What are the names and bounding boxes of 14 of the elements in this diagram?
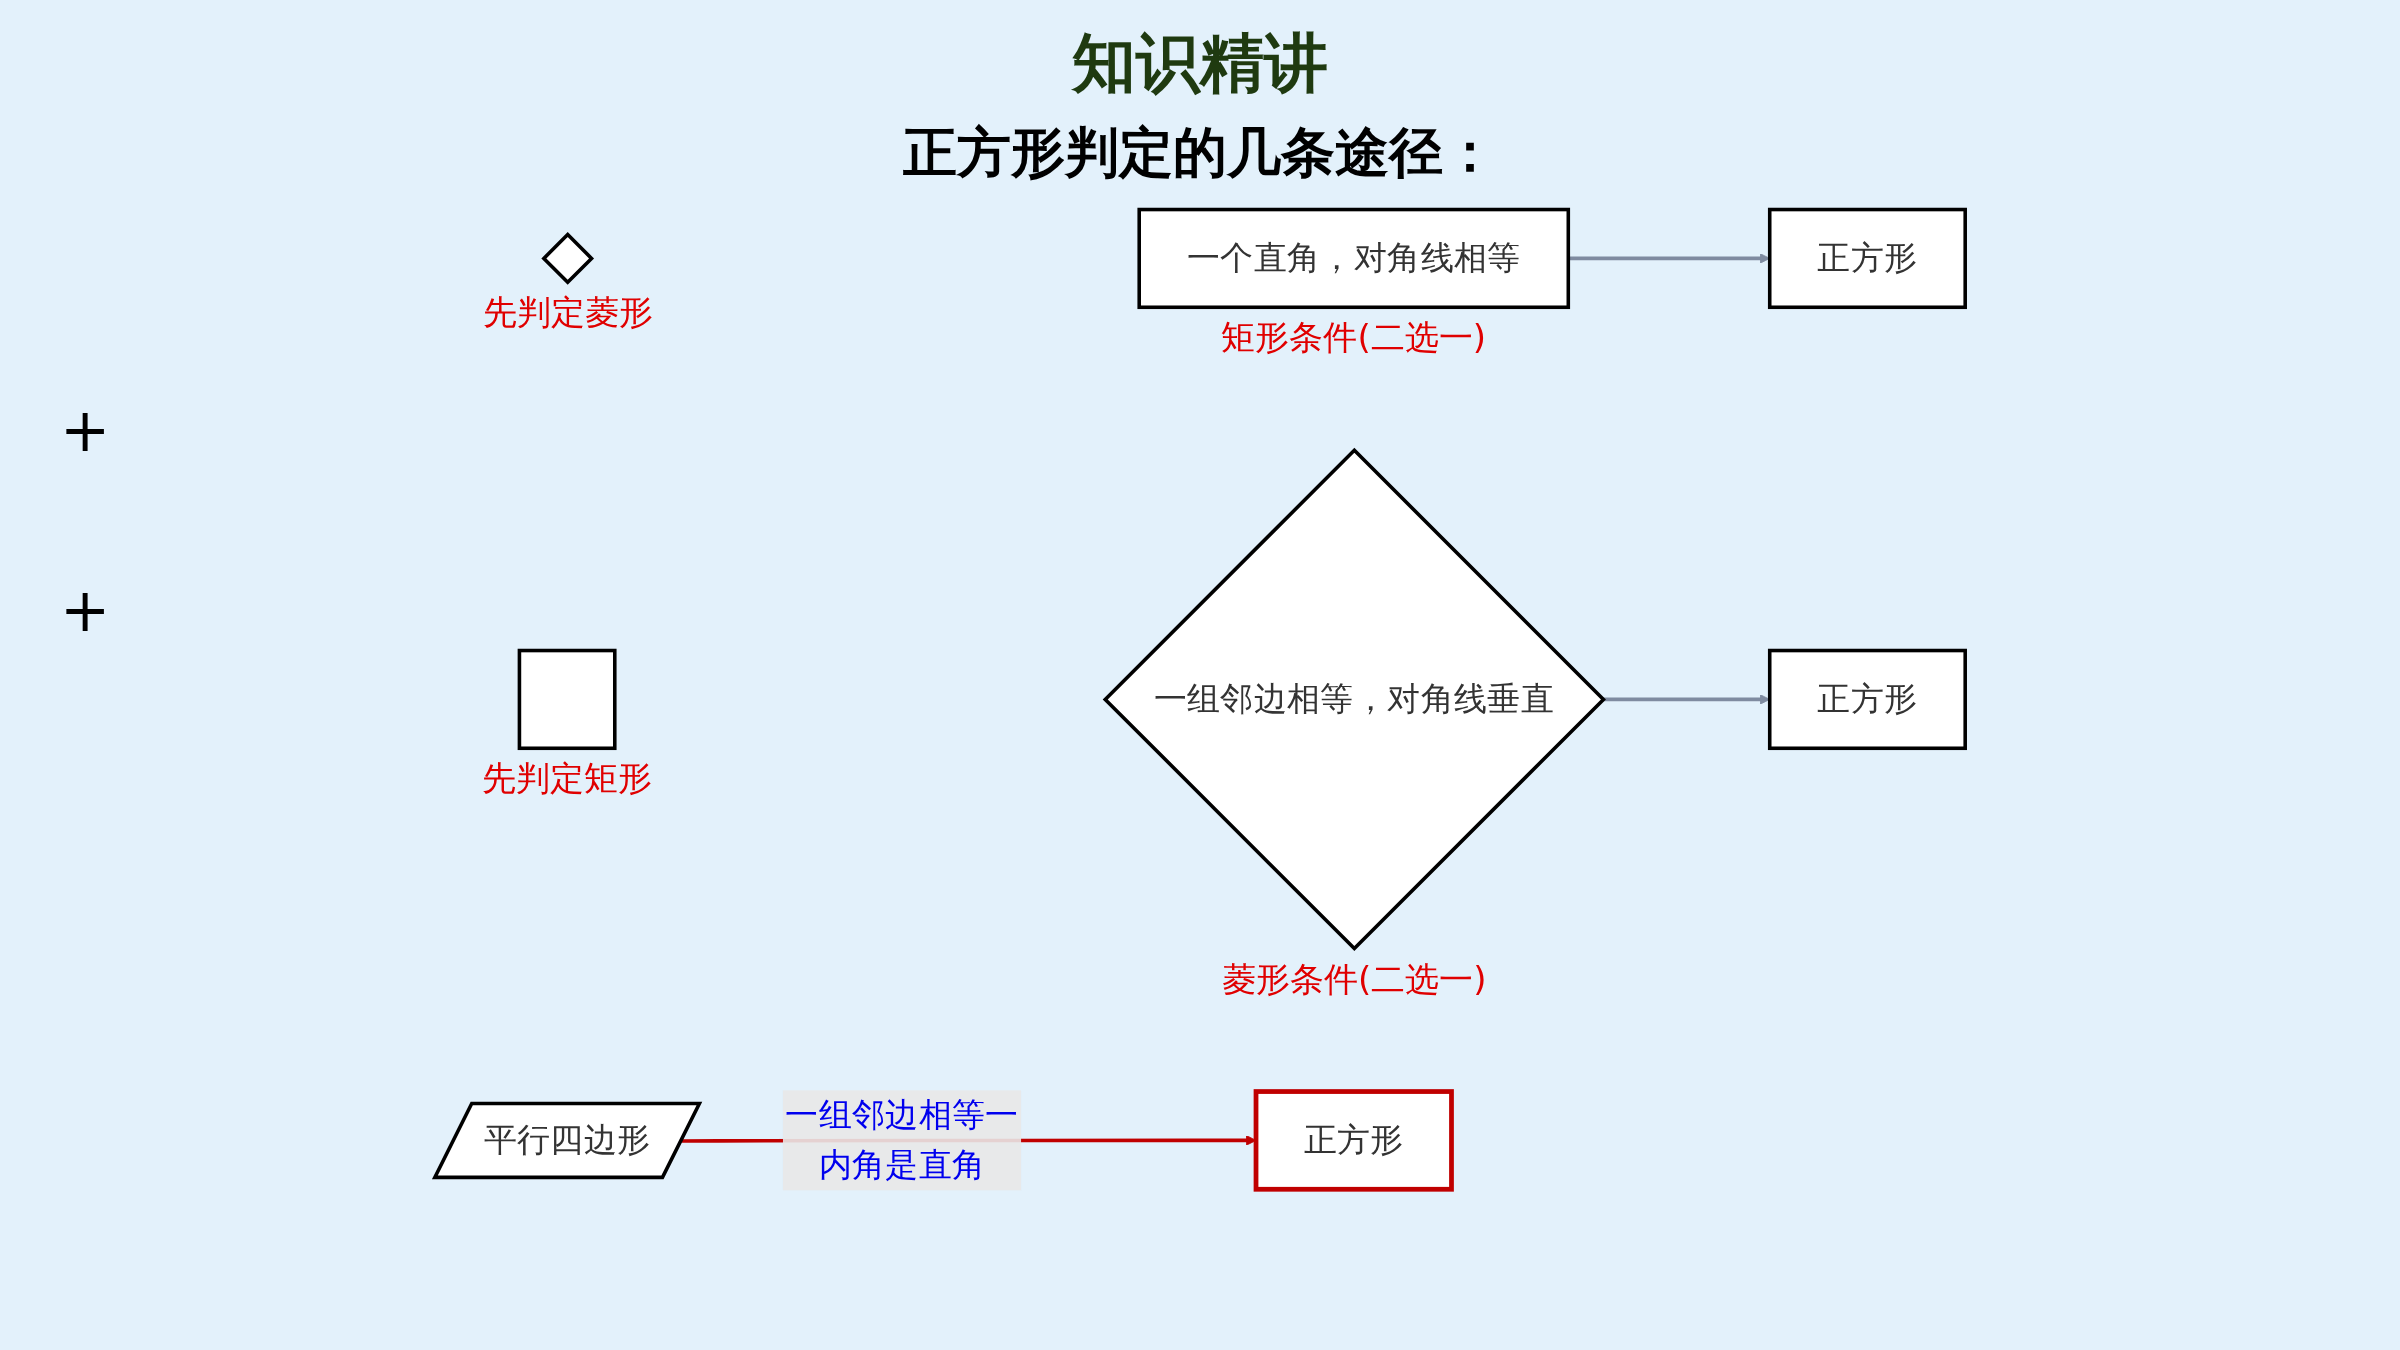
edge-label: 一组邻边相等一内角是直角	[785, 1095, 1019, 1185]
slide-title: 知识精讲	[1070, 25, 1329, 102]
condition-caption: 先判定矩形	[482, 757, 653, 801]
node-box	[517, 648, 617, 751]
node-box: 正方形	[1767, 648, 1967, 751]
node-diamond: 一组邻边相等，对角线垂直	[1102, 447, 1606, 952]
node-box: 正方形	[1767, 207, 1967, 310]
node-diamond	[541, 232, 595, 285]
node-box: 一个直角，对角线相等	[1137, 207, 1571, 310]
subtitle: 正方形判定的几条途径：	[902, 120, 1498, 186]
condition-caption: 先判定菱形	[482, 291, 653, 335]
condition-caption: 矩形条件(二选一)	[1221, 316, 1486, 360]
node-box: 正方形	[1253, 1089, 1454, 1192]
condition-caption: 菱形条件(二选一)	[1222, 957, 1487, 1001]
